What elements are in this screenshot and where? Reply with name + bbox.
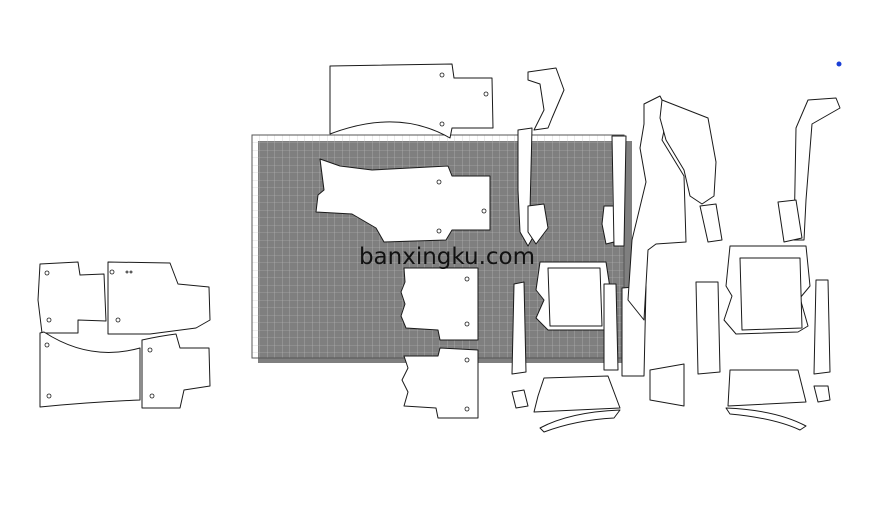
side-strip-left: [511, 281, 527, 375]
strip-tall-1: [527, 67, 565, 131]
mat-rear-right: [107, 261, 211, 335]
mat-top-wide: [329, 63, 494, 139]
small-bracket: [511, 389, 529, 409]
mat-front-left: [39, 331, 141, 408]
clip-piece: [699, 203, 723, 243]
small-box: [649, 363, 685, 407]
curved-piece-1: [533, 375, 621, 413]
side-panel-right-2: [813, 279, 831, 375]
watermark-text: banxingku.com: [359, 244, 535, 270]
side-strip-right: [603, 283, 619, 371]
strip-far-right: [793, 97, 841, 241]
clip-far-right: [777, 199, 803, 243]
blue-dot-marker-icon: [836, 61, 842, 67]
mat-rear-left: [37, 261, 107, 334]
side-panel-right-1: [695, 281, 721, 375]
trunk-inner-right: [739, 257, 803, 331]
mat-center-lower-2: [401, 347, 479, 419]
mat-on-grid: [315, 158, 491, 243]
mat-front-right: [141, 333, 211, 409]
bottom-piece-right: [727, 369, 807, 407]
mat-center-lower-1: [400, 267, 479, 341]
strip-tall-5: [611, 135, 627, 247]
trunk-inner: [547, 267, 603, 327]
small-piece-right: [813, 385, 831, 403]
door-panel-2: [659, 99, 717, 205]
strip-tall-3: [527, 203, 549, 245]
bottom-curve-right: [725, 407, 807, 431]
curved-piece-2: [539, 409, 621, 433]
left-mat-set: [37, 261, 211, 409]
